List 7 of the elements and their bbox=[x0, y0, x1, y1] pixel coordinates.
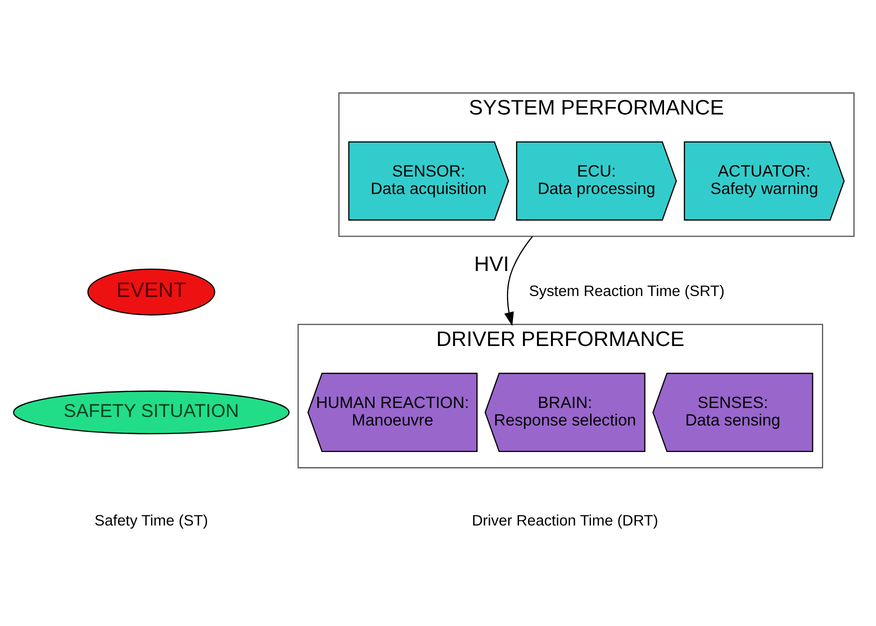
node-ellipse: SAFETY SITUATION bbox=[12, 390, 290, 434]
arrow bbox=[504, 236, 532, 326]
label: System Reaction Time (SRT) bbox=[528, 282, 724, 300]
node-ellipse: EVENT bbox=[86, 268, 215, 316]
label: Driver Reaction Time (DRT) bbox=[471, 512, 658, 530]
edge-label: HVI bbox=[474, 253, 509, 276]
label: Safety Time (ST) bbox=[94, 512, 208, 530]
